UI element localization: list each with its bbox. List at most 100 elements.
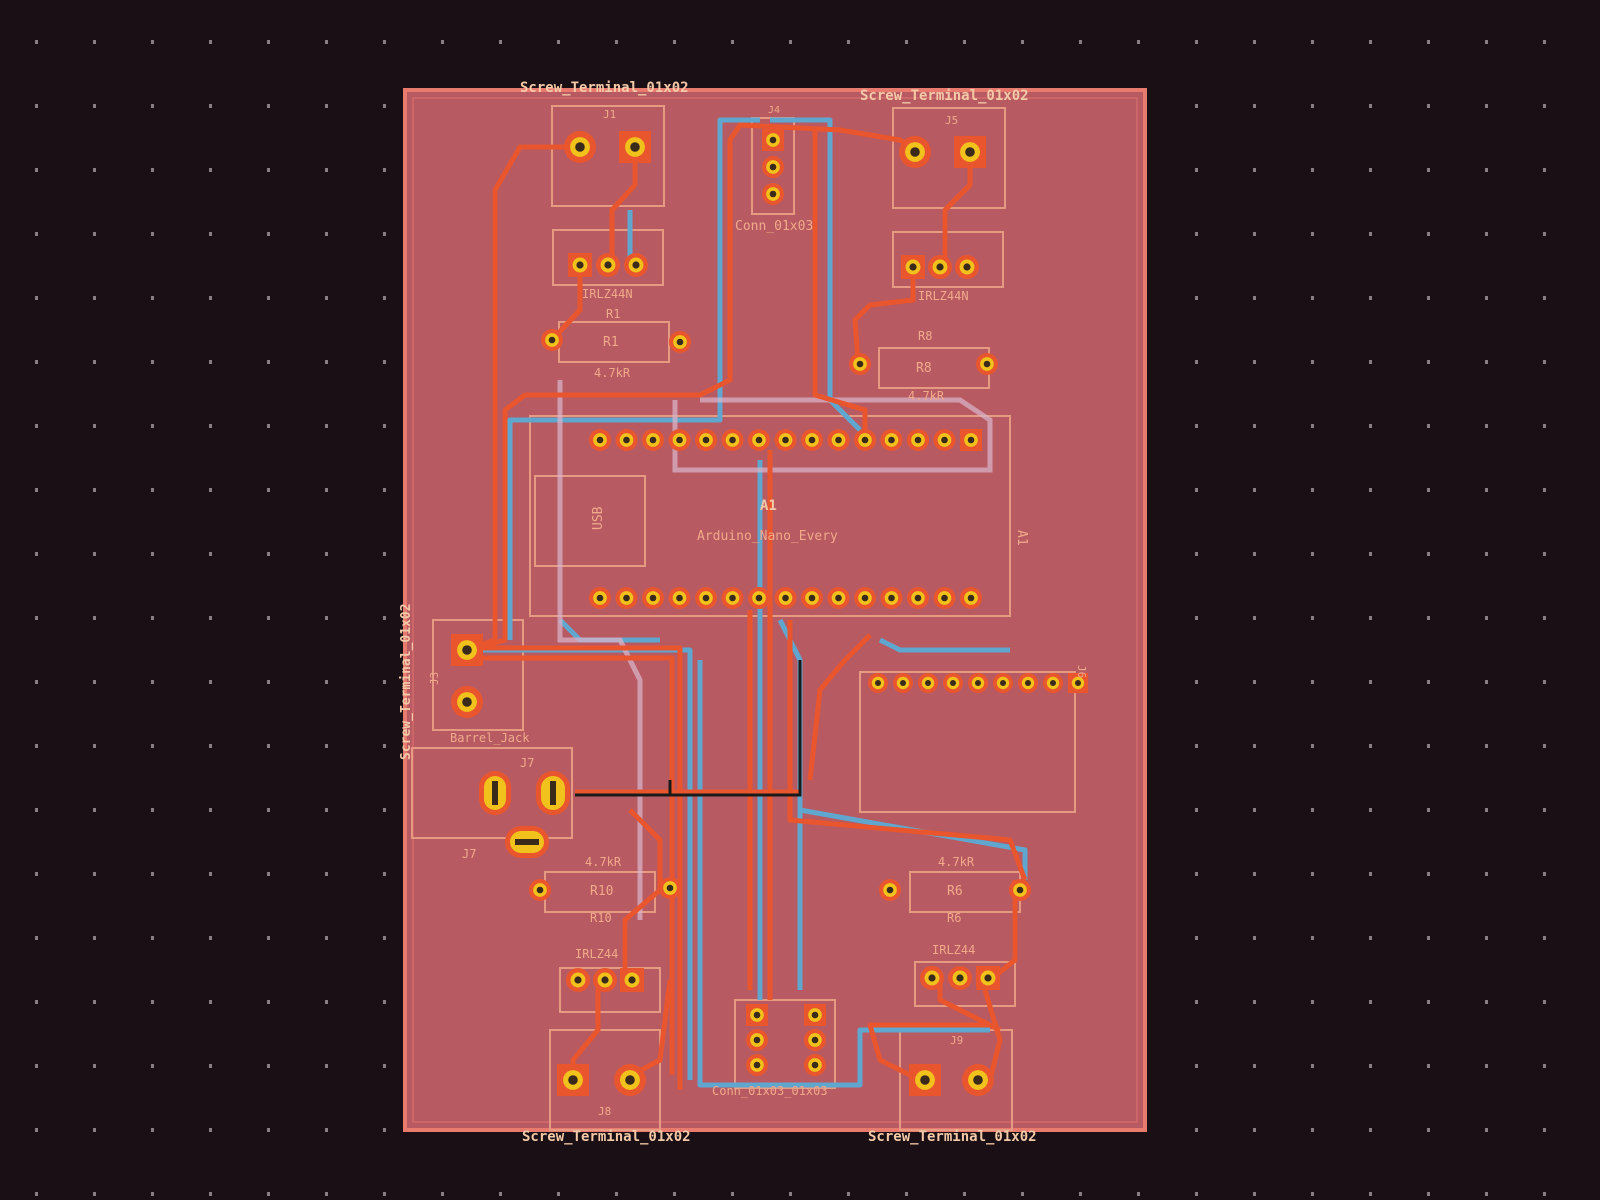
arduino-header-pad[interactable]	[642, 429, 664, 451]
resistor-pin-pad[interactable]	[529, 879, 551, 901]
arduino-header-pad[interactable]	[695, 429, 717, 451]
screw-terminal-pad[interactable]	[619, 131, 651, 163]
connector-pin-pad[interactable]	[804, 1054, 826, 1076]
ratsnest-lines	[575, 660, 802, 797]
arduino-header-pad[interactable]	[774, 429, 797, 451]
arduino-header-pad[interactable]	[748, 587, 770, 609]
arduino-header-pad[interactable]	[801, 429, 823, 451]
connector-pin-pad[interactable]	[746, 1004, 768, 1026]
header-pin-pad[interactable]	[1043, 673, 1063, 693]
connector-pin-pad[interactable]	[746, 1029, 768, 1051]
barrel-jack-pad[interactable]	[536, 771, 570, 815]
header-pin-pad[interactable]	[1018, 673, 1038, 693]
connector-pin-pad[interactable]	[804, 1004, 826, 1026]
header-pin-pad[interactable]	[868, 673, 888, 693]
barrel-jack-pad[interactable]	[505, 826, 549, 858]
connector-pin-pad[interactable]	[762, 156, 784, 178]
connector-pin-pad[interactable]	[804, 1029, 826, 1051]
mosfet-pin-pad[interactable]	[920, 966, 944, 990]
arduino-header-pad[interactable]	[668, 587, 691, 609]
screw-terminal-pad[interactable]	[899, 136, 931, 168]
arduino-header-pad[interactable]	[774, 587, 797, 609]
front-copper-traces	[464, 122, 1028, 1090]
j1-value-label: Screw_Terminal_01x02	[520, 80, 689, 96]
arduino-header-pad[interactable]	[721, 587, 744, 609]
arduino-header-pad[interactable]	[827, 587, 850, 609]
screw-terminal-pad[interactable]	[564, 131, 596, 163]
board-outline[interactable]	[403, 88, 1147, 1132]
mosfet-pin-pad[interactable]	[928, 255, 952, 279]
r6-ref-bottom: R6	[947, 911, 961, 925]
header-pin-pad[interactable]	[893, 673, 913, 693]
mosfet-pin-pad[interactable]	[976, 966, 1000, 990]
resistor-pin-pad[interactable]	[1009, 879, 1031, 901]
header-pin-pad[interactable]	[918, 673, 938, 693]
screw-terminal-pad[interactable]	[954, 136, 986, 168]
mosfet-pin-pad[interactable]	[596, 253, 620, 277]
screw-terminal-pad[interactable]	[962, 1064, 994, 1096]
connector-pin-pad[interactable]	[762, 183, 784, 205]
header-ref-label: J6	[1075, 665, 1088, 678]
arduino-header-pad[interactable]	[854, 587, 876, 609]
header-pin-pad[interactable]	[943, 673, 963, 693]
arduino-header-pad[interactable]	[907, 587, 929, 609]
arduino-header-pad[interactable]	[589, 587, 611, 609]
arduino-header-pad[interactable]	[748, 429, 770, 451]
screw-terminal-pad[interactable]	[451, 686, 483, 718]
arduino-header-pad[interactable]	[907, 429, 929, 451]
header-pin-pad[interactable]	[1068, 673, 1088, 693]
resistor-pin-pad[interactable]	[976, 353, 998, 375]
j5-ref-label: J5	[945, 114, 958, 127]
resistor-pin-pad[interactable]	[541, 329, 563, 351]
j8-value-label: Screw_Terminal_01x02	[522, 1129, 691, 1145]
r6-ref-center: R6	[947, 884, 963, 899]
mosfet-pin-pad[interactable]	[620, 968, 644, 992]
arduino-header-pad[interactable]	[933, 429, 956, 451]
resistor-pin-pad[interactable]	[849, 353, 871, 375]
r10-ref-center: R10	[590, 884, 613, 899]
resistor-pin-pad[interactable]	[669, 331, 691, 353]
mosfet-pin-pad[interactable]	[901, 255, 925, 279]
j9-value-label: Screw_Terminal_01x02	[868, 1129, 1037, 1145]
resistor-pin-pad[interactable]	[659, 877, 681, 899]
barrel-ref-top: J7	[520, 756, 534, 770]
arduino-header-pad[interactable]	[615, 587, 638, 609]
mosfet-pin-pad[interactable]	[624, 253, 648, 277]
screw-terminal-pad[interactable]	[557, 1064, 589, 1096]
header-pin-pad[interactable]	[968, 673, 988, 693]
arduino-header-pad[interactable]	[721, 429, 744, 451]
r1-ref-center: R1	[603, 335, 619, 350]
arduino-header-pad[interactable]	[642, 587, 664, 609]
arduino-header-pad[interactable]	[615, 429, 638, 451]
arduino-header-pad[interactable]	[933, 587, 956, 609]
mosfet-pin-pad[interactable]	[955, 255, 979, 279]
arduino-header-pad[interactable]	[880, 587, 903, 609]
r1-value-label: 4.7kR	[594, 366, 631, 380]
mosfet-pin-pad[interactable]	[568, 253, 592, 277]
screw-terminal-pad[interactable]	[451, 634, 483, 666]
header-pin-pad[interactable]	[993, 673, 1013, 693]
arduino-header-pad[interactable]	[589, 429, 611, 451]
barrel-value-label: Barrel_Jack	[450, 731, 530, 745]
r10-value-label: 4.7kR	[585, 855, 622, 869]
j8-ref-label: J8	[598, 1105, 611, 1118]
arduino-header-pad[interactable]	[880, 429, 903, 451]
screw-terminal-pad[interactable]	[909, 1064, 941, 1096]
connector-pin-pad[interactable]	[762, 129, 784, 151]
connector-pin-pad[interactable]	[746, 1054, 768, 1076]
arduino-header-pad[interactable]	[827, 429, 850, 451]
mosfet-pin-pad[interactable]	[948, 966, 972, 990]
mosfet-pin-pad[interactable]	[593, 968, 617, 992]
arduino-header-pad[interactable]	[854, 429, 876, 451]
arduino-header-pad[interactable]	[960, 587, 982, 609]
arduino-header-pad[interactable]	[668, 429, 691, 451]
arduino-header-pad[interactable]	[960, 429, 982, 451]
resistor-pin-pad[interactable]	[879, 879, 901, 901]
arduino-header-pad[interactable]	[695, 587, 717, 609]
screw-terminal-pad[interactable]	[614, 1064, 646, 1096]
arduino-header-pad[interactable]	[801, 587, 823, 609]
barrel-jack-pad[interactable]	[479, 771, 511, 815]
mosfet-pin-pad[interactable]	[566, 968, 590, 992]
mcu-ref-center: A1	[760, 498, 777, 514]
